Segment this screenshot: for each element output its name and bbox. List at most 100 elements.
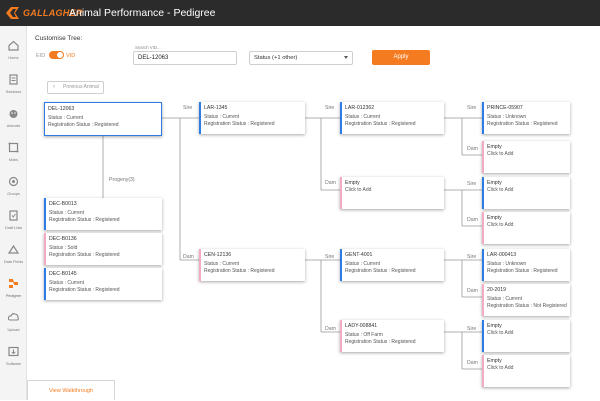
empty-slot-card[interactable]: Empty Click to Add [482,141,570,173]
sidebar-item-draft-lists[interactable]: Draft Lists [0,204,27,238]
sire-card[interactable]: LAR-1345 Status : Current Registration S… [199,102,305,134]
progeny-card[interactable]: DEC-B0013 Status : Current Registration … [44,198,162,230]
animal-status: Status : Current [48,115,84,121]
draft-lists-icon [9,210,18,221]
animal-name: DEC-B0013 [49,201,77,207]
gallagher-logo: GALLAGHER [5,6,82,20]
sidebar-item-pedigree[interactable]: Pedigree [0,272,27,306]
dam-label: Dam [467,288,478,294]
sidebar-item-sessions[interactable]: Sessions [0,68,27,102]
animal-status: Status : Current [49,210,85,216]
sidebar-item-label: Draft Lists [4,226,23,230]
pedigree-icon [9,279,18,288]
animal-registration: Registration Status : Registered [49,217,120,223]
sidebar-item-software[interactable]: Software [0,340,27,374]
sidebar-item-label: Data Fields [3,260,24,264]
search-input[interactable]: DEL-12063 [133,51,237,65]
animal-name: DEC-B0136 [49,236,77,242]
sire-label: Sire [325,254,335,260]
sire-label: Sire [467,105,477,111]
status-filter-select[interactable]: Status (+1 other) [249,51,353,65]
animal-name: LAR-000413 [487,252,517,258]
mobs-icon [8,142,19,153]
brand-name: GALLAGHER [23,8,83,18]
sidebar-item-label: Software [6,362,21,366]
animal-name: Empty [487,358,502,364]
empty-slot-card[interactable]: Empty Click to Add [482,177,570,209]
upload-icon [8,313,19,321]
dam-label: Dam [467,146,478,152]
great-grandparent-card[interactable]: LAR-000413 Status : Unknown Registration… [482,249,570,281]
chevron-left-icon: ‹ [53,84,55,90]
apply-button[interactable]: Apply [372,50,430,65]
eid-vid-toggle[interactable] [49,51,64,59]
animal-registration: Registration Status : Registered [48,122,119,128]
granddam-card[interactable]: LADY-008841 Status : Off Farm Registrati… [340,320,444,352]
empty-slot-card[interactable]: Empty Click to Add [482,212,570,244]
customise-tree-label: Customise Tree: [35,35,83,42]
animal-status: Status : Current [345,114,381,120]
animal-name: PRINCE-05907 [487,105,523,111]
animals-icon [9,110,18,118]
sire-label: Sire [325,105,335,111]
great-grandparent-card[interactable]: PRINCE-05907 Status : Unknown Registrati… [482,102,570,134]
sessions-icon [9,74,18,85]
grandsire-card[interactable]: GENT-4001 Status : Current Registration … [340,249,444,281]
animal-registration: Registration Status : Registered [204,268,275,274]
animal-registration: Registration Status : Registered [345,121,416,127]
animal-registration: Registration Status : Registered [49,287,120,293]
search-label: Search VID... [135,45,161,50]
gallagher-logo-mark [6,7,19,19]
sidebar-item-animals[interactable]: Animals [0,102,27,136]
animal-name: Empty [345,180,360,186]
page-title: Animal Performance - Pedigree [69,7,216,19]
grandsire-card[interactable]: LAR-012362 Status : Current Registration… [340,102,444,134]
dam-label: Dam [183,254,194,260]
toggle-vid-label: VID [66,53,76,59]
great-grandparent-card[interactable]: 20-2019 Status : Current Registration St… [482,284,570,316]
empty-slot-card[interactable]: Empty Click to Add [340,177,444,209]
sidebar-item-home[interactable]: Home [0,34,27,68]
animal-registration: Registration Status : Registered [487,121,558,127]
sidebar-item-data-fields[interactable]: Data Fields [0,238,27,272]
empty-slot-card[interactable]: Empty Click to Add [482,320,570,352]
dam-label: Dam [325,180,336,186]
root-animal-card[interactable]: DEL-12063 Status : Current Registration … [44,102,162,136]
animal-name: Empty [487,144,502,150]
click-to-add: Click to Add [487,187,514,193]
groups-icon [8,176,19,187]
sire-label: Sire [467,326,477,332]
click-to-add: Click to Add [487,222,514,228]
animal-status: Status : Unknown [487,261,527,267]
sidebar-item-label: Groups [7,192,20,196]
previous-animal-button[interactable]: ‹ Previous Animal [47,81,104,94]
previous-animal-label: Previous Animal [63,84,99,90]
sidebar-item-mobs[interactable]: Mobs [0,136,27,170]
animal-name: Empty [487,323,502,329]
sidebar-item-label: Upload [7,328,20,332]
progeny-card[interactable]: DEC-B0136 Status : Sold Registration Sta… [44,233,162,265]
dam-label: Dam [325,326,336,332]
animal-registration: Registration Status : Registered [345,339,416,345]
progeny-card[interactable]: DEC-B0145 Status : Current Registration … [44,268,162,300]
home-icon [8,40,19,51]
sidebar-item-upload[interactable]: Upload [0,306,27,340]
animal-name: Empty [487,180,502,186]
view-walkthrough-button[interactable]: View Walkthrough [27,380,115,400]
animal-status: Status : Current [345,261,381,267]
sidebar-item-label: Sessions [5,90,22,94]
empty-slot-card[interactable]: Empty Click to Add [482,355,570,387]
sidebar-item-groups[interactable]: Groups [0,170,27,204]
sidebar-item-label: Pedigree [5,294,22,298]
software-icon [8,346,19,357]
animal-registration: Registration Status : Registered [49,252,120,258]
click-to-add: Click to Add [487,365,514,371]
animal-status: Status : Unknown [487,114,527,120]
animal-status: Status : Current [487,296,523,302]
dam-card[interactable]: CEN-12136 Status : Current Registration … [199,249,305,281]
animal-registration: Registration Status : Not Registered [487,303,567,309]
sidebar-item-label: Mobs [8,158,19,162]
animal-name: LADY-008841 [345,323,378,329]
animal-status: Status : Off Farm [345,332,383,338]
animal-status: Status : Current [204,114,240,120]
